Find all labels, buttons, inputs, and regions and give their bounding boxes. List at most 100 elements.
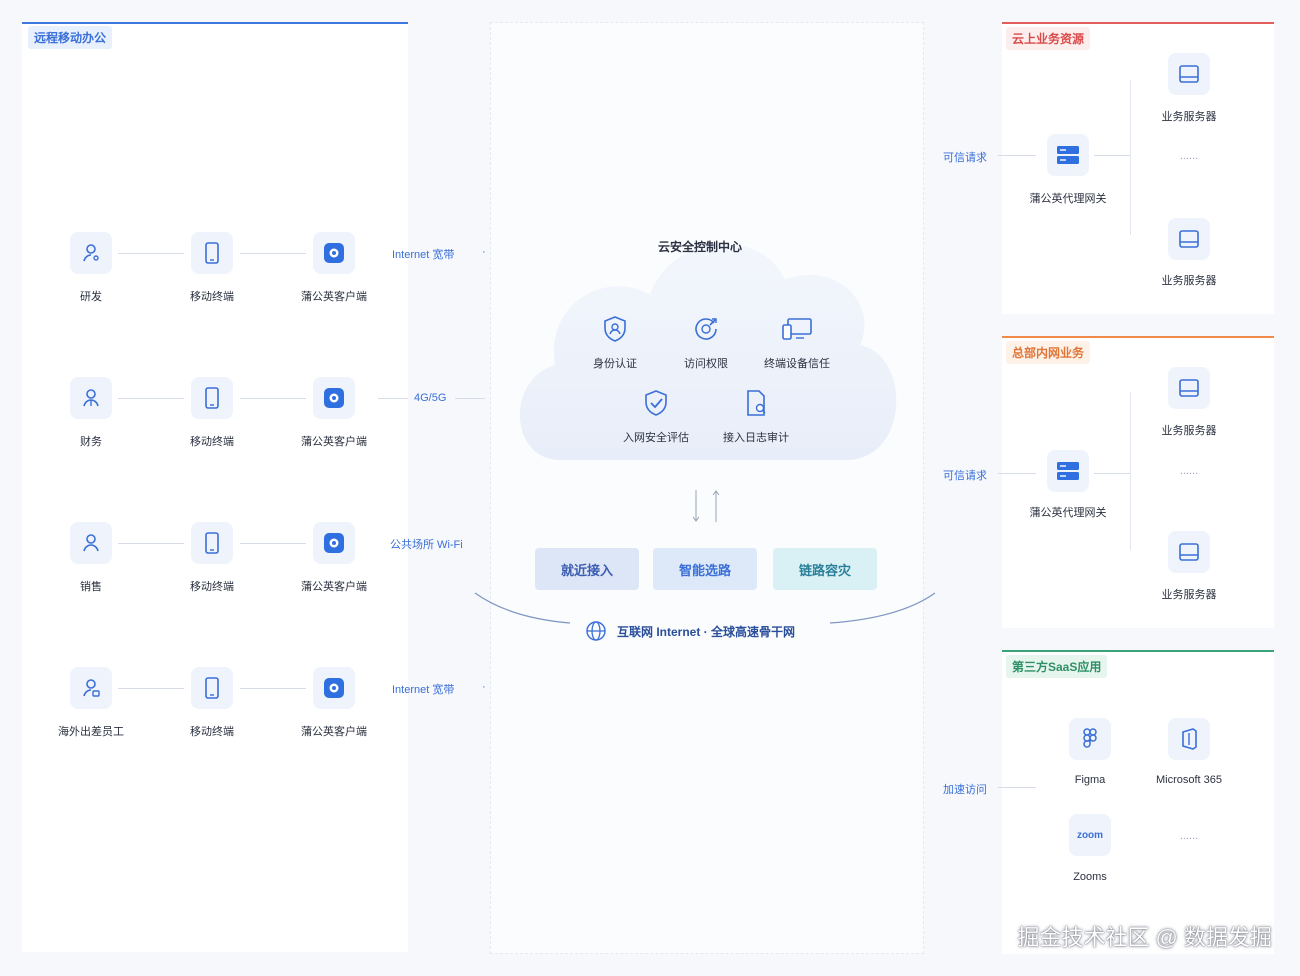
client-app-icon — [313, 667, 355, 709]
gateway-icon — [1047, 134, 1089, 176]
device-label: 移动终端 — [190, 581, 234, 593]
feature-label: 接入日志审计 — [723, 432, 789, 444]
request-label: 可信请求 — [943, 152, 987, 164]
server-label: 业务服务器 — [1161, 589, 1217, 601]
cloud-shape — [519, 243, 897, 460]
hq-intranet-title: 总部内网业务 — [1006, 341, 1091, 364]
role-label: 销售 — [80, 581, 102, 593]
gateway-label: 蒲公英代理网关 — [1029, 507, 1107, 519]
role-label: 研发 — [80, 291, 102, 303]
ellipsis: ...... — [1179, 150, 1199, 162]
zoom-icon[interactable]: zoom — [1069, 814, 1111, 856]
client-app-icon — [313, 232, 355, 274]
hq-intranet-panel — [1002, 336, 1274, 628]
feature-label: 入网安全评估 — [623, 432, 689, 444]
server-icon — [1168, 53, 1210, 95]
remote-office-title: 远程移动办公 — [28, 26, 113, 49]
client-label: 蒲公英客户端 — [301, 436, 367, 448]
connector — [240, 253, 306, 254]
tree-line — [1130, 392, 1131, 550]
app-label: Zooms — [1073, 871, 1107, 883]
connector — [118, 543, 184, 544]
feature-label: 身份认证 — [593, 358, 637, 370]
device-label: 移动终端 — [190, 436, 234, 448]
bidirectional-arrows-icon — [692, 490, 720, 522]
globe-icon — [585, 620, 607, 647]
request-label: 加速访问 — [943, 784, 987, 796]
user-icon — [70, 522, 112, 564]
device-trust-icon — [780, 312, 814, 346]
server-label: 业务服务器 — [1161, 111, 1217, 123]
role-label: 海外出差员工 — [58, 726, 124, 738]
arrow-icon: · — [482, 246, 486, 258]
role-label: 财务 — [80, 436, 102, 448]
ellipsis: ...... — [1179, 830, 1199, 842]
connector — [1094, 155, 1130, 156]
connector — [240, 398, 306, 399]
feature-label: 终端设备信任 — [764, 358, 830, 370]
client-app-icon — [313, 522, 355, 564]
watermark: 掘金技术社区 @ 数据发掘 — [1017, 925, 1272, 950]
connector — [240, 688, 306, 689]
connector — [378, 398, 408, 399]
connector — [998, 155, 1036, 156]
feature-label: 访问权限 — [684, 358, 728, 370]
link-failover-button[interactable]: 链路容灾 — [773, 548, 877, 590]
access-rights-icon — [689, 312, 723, 346]
remote-office-panel — [22, 22, 408, 952]
app-label: Figma — [1074, 774, 1106, 786]
client-label: 蒲公英客户端 — [301, 726, 367, 738]
saas-title: 第三方SaaS应用 — [1006, 655, 1108, 678]
server-label: 业务服务器 — [1161, 275, 1217, 287]
user-icon — [70, 232, 112, 274]
device-label: 移动终端 — [190, 291, 234, 303]
server-icon — [1168, 531, 1210, 573]
device-label: 移动终端 — [190, 726, 234, 738]
cloud-resources-title: 云上业务资源 — [1006, 27, 1091, 50]
backbone-arc — [474, 592, 936, 624]
ellipsis: ...... — [1179, 465, 1199, 477]
figma-icon[interactable] — [1069, 718, 1111, 760]
microsoft-365-icon[interactable] — [1168, 718, 1210, 760]
gateway-icon — [1047, 450, 1089, 492]
server-label: 业务服务器 — [1161, 425, 1217, 437]
connector — [118, 398, 184, 399]
connector — [998, 473, 1036, 474]
cloud-resources-panel — [1002, 22, 1274, 314]
shield-check-icon — [639, 386, 673, 420]
shield-user-icon — [598, 312, 632, 346]
smart-routing-button[interactable]: 智能选路 — [653, 548, 757, 590]
zoom-logo-text: zoom — [1076, 829, 1104, 841]
connector — [240, 543, 306, 544]
app-label: Microsoft 365 — [1155, 774, 1223, 786]
mobile-phone-icon — [191, 232, 233, 274]
client-label: 蒲公英客户端 — [301, 291, 367, 303]
server-icon — [1168, 367, 1210, 409]
cloud-title: 云安全控制中心 — [657, 240, 743, 254]
connector — [998, 787, 1036, 788]
connector — [1094, 473, 1130, 474]
user-icon — [70, 377, 112, 419]
link-label: Internet 宽带 — [392, 684, 455, 696]
client-app-icon — [313, 377, 355, 419]
user-icon — [70, 667, 112, 709]
link-label: 公共场所 Wi-Fi — [390, 539, 463, 551]
gateway-label: 蒲公英代理网关 — [1029, 193, 1107, 205]
log-audit-icon — [739, 386, 773, 420]
connector — [118, 253, 184, 254]
mobile-phone-icon — [191, 522, 233, 564]
center-panel — [490, 22, 924, 954]
nearby-access-button[interactable]: 就近接入 — [535, 548, 639, 590]
arrow-icon: · — [482, 681, 486, 693]
mobile-phone-icon — [191, 377, 233, 419]
link-label: Internet 宽带 — [392, 249, 455, 261]
request-label: 可信请求 — [943, 470, 987, 482]
mobile-phone-icon — [191, 667, 233, 709]
client-label: 蒲公英客户端 — [301, 581, 367, 593]
link-label: 4G/5G — [414, 392, 447, 404]
tree-line — [1130, 80, 1131, 235]
server-icon — [1168, 218, 1210, 260]
connector — [455, 398, 485, 399]
saas-panel — [1002, 650, 1274, 954]
